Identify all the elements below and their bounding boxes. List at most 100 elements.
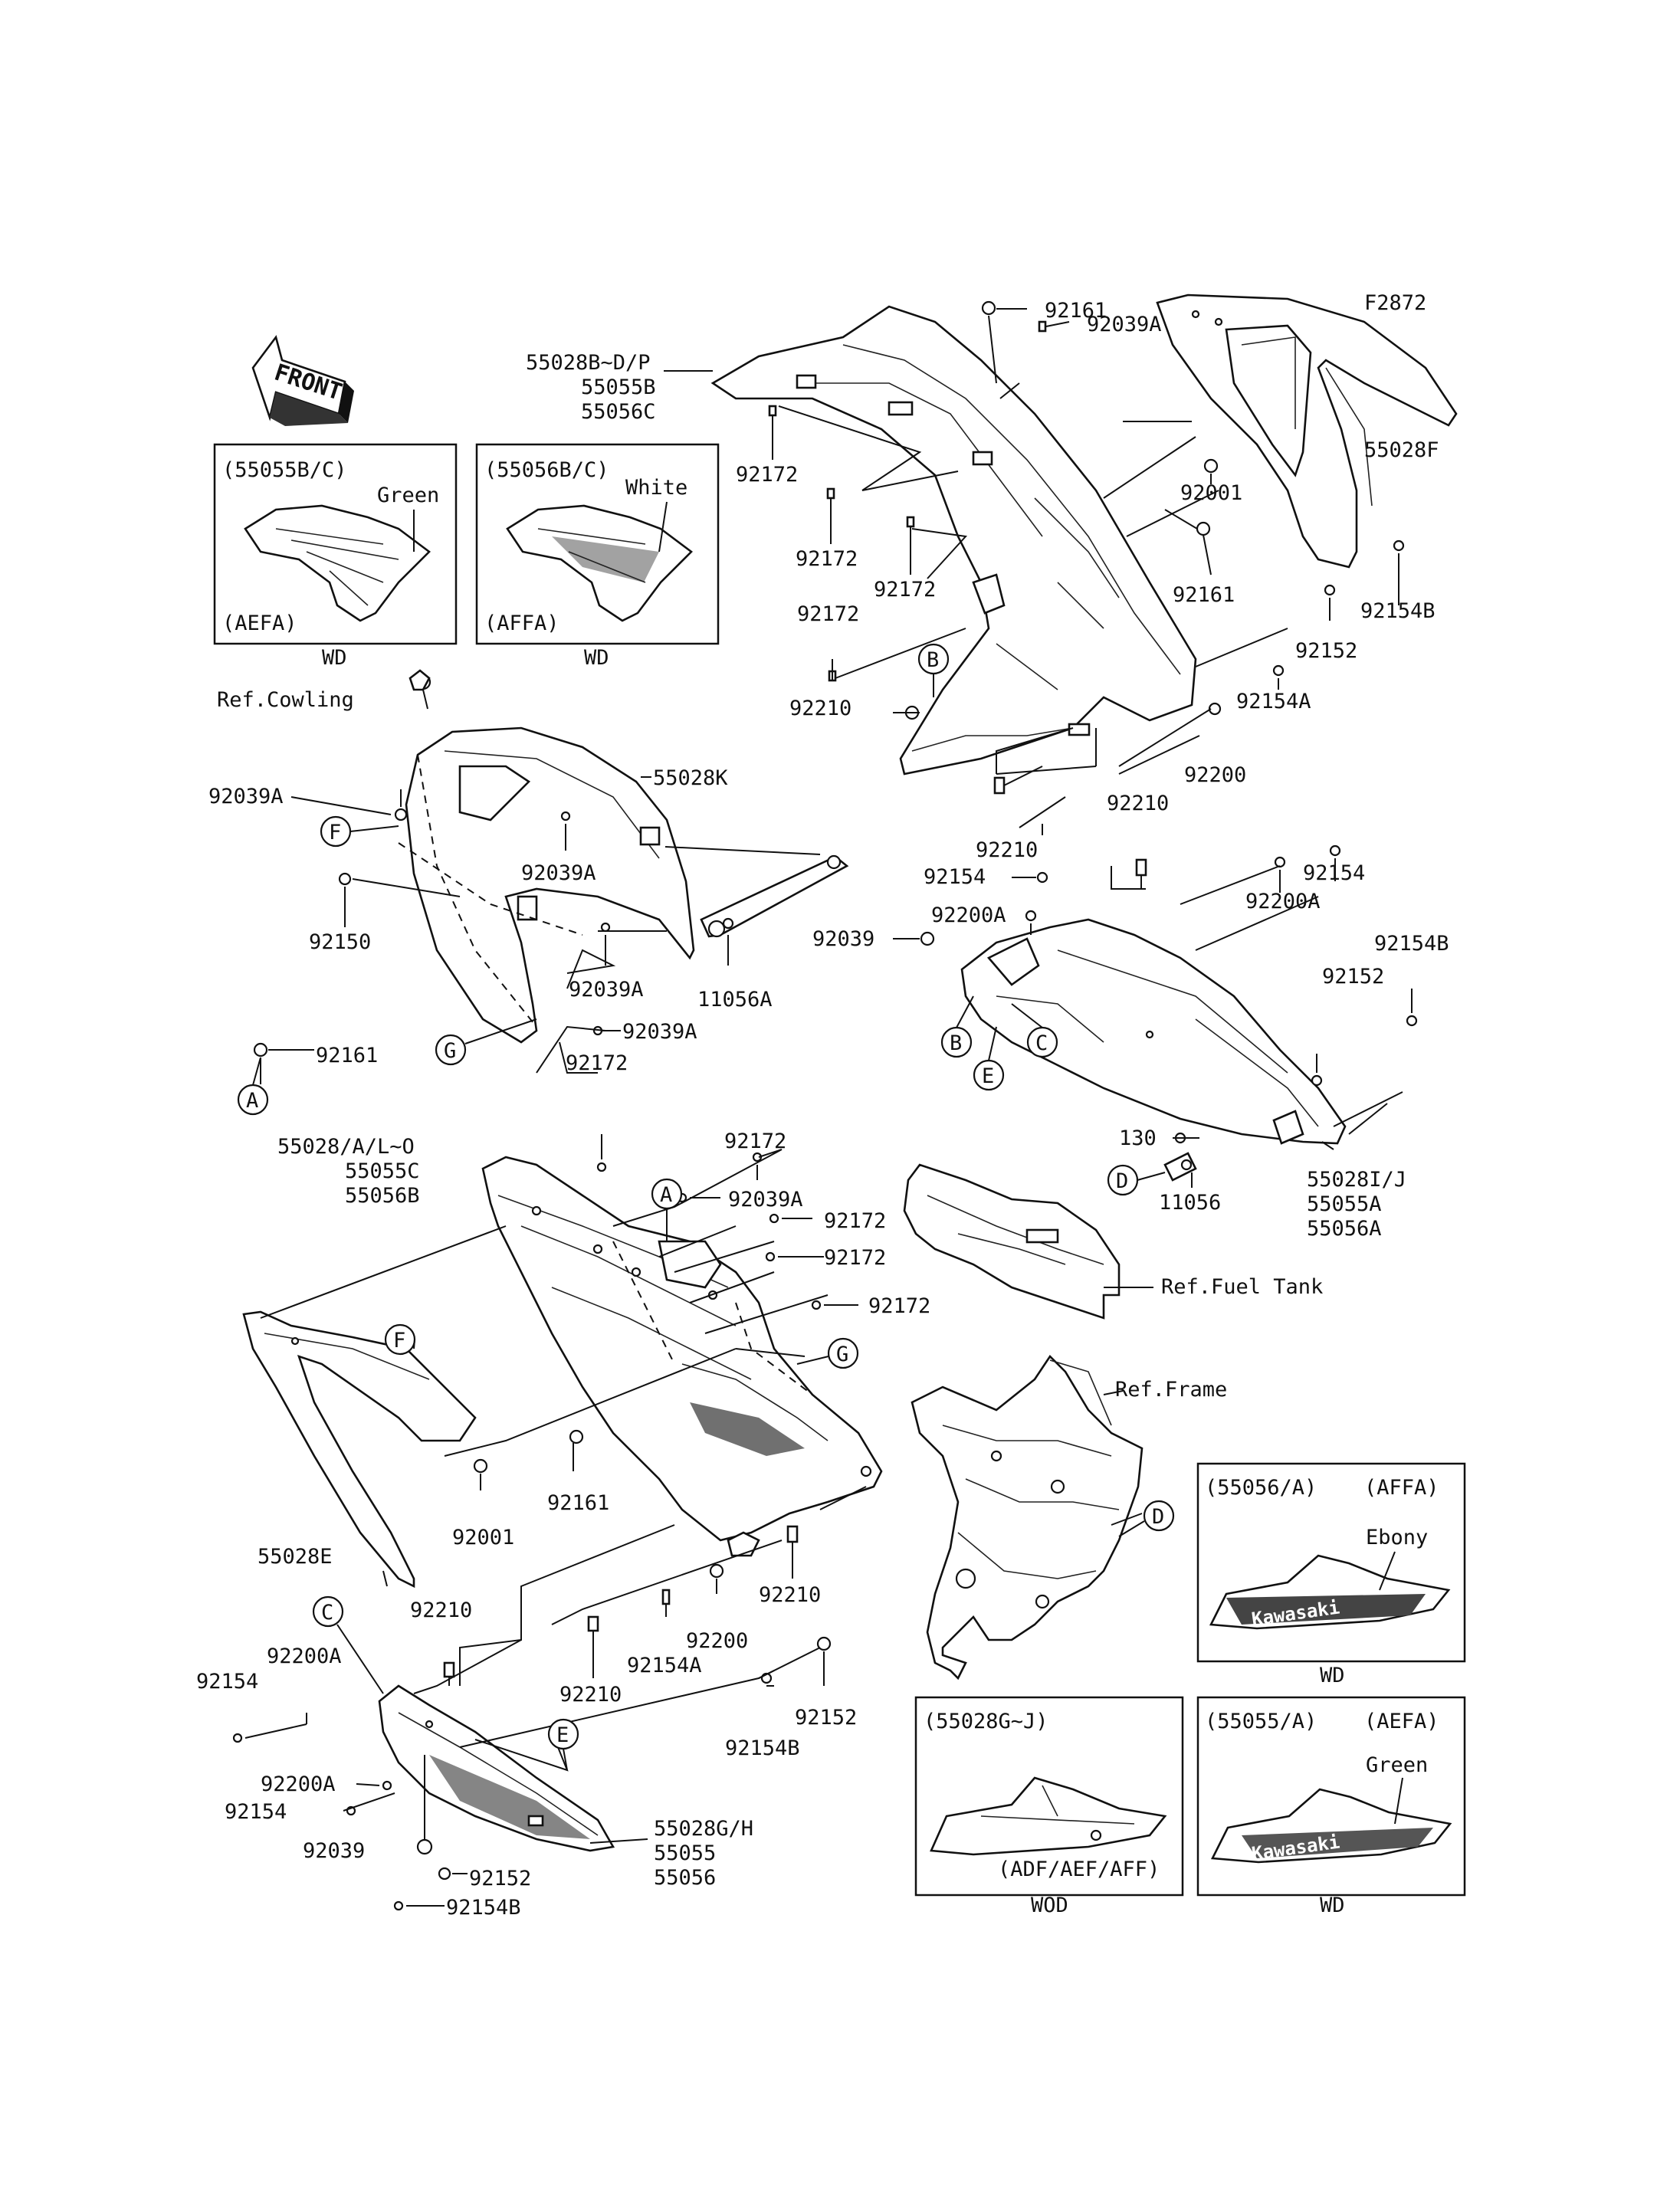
label-92154A-a: 92154A [1236, 690, 1311, 713]
bracket-11056A [700, 854, 849, 938]
label-92200A-d: 92200A [261, 1772, 336, 1796]
frame-ref [911, 1354, 1144, 1681]
marker-letter: A [246, 1089, 258, 1113]
marker-letter: A [660, 1183, 672, 1207]
label-55056A: 55056A [1307, 1217, 1382, 1241]
marker-letter: E [982, 1064, 994, 1088]
label-92039A-f: 92039A [728, 1188, 803, 1212]
label-92200A-b: 92200A [1245, 890, 1321, 913]
marker-letter: B [927, 648, 939, 672]
marker-letter: C [321, 1601, 333, 1625]
inset-55055BC: (55055B/C) Green (AEFA) WD [213, 443, 458, 670]
marker-letter: D [1116, 1169, 1128, 1193]
label-130: 130 [1119, 1126, 1157, 1150]
marker-c-mid: C [1026, 1026, 1058, 1058]
inset-variant: WD [1320, 1664, 1345, 1687]
label-ref-cowling: Ref.Cowling [217, 688, 354, 712]
panel-55028GH [378, 1684, 615, 1852]
marker-g-lower: G [827, 1337, 859, 1369]
label-55028IJ: 55028I/J [1307, 1168, 1406, 1192]
inset-color: Green [377, 484, 439, 507]
inset-color: White [625, 476, 687, 500]
marker-a-mid: A [651, 1178, 683, 1210]
marker-letter: D [1152, 1505, 1164, 1529]
marker-f-lower: F [384, 1323, 416, 1356]
label-92172-g: 92172 [824, 1209, 886, 1233]
label-92154-c: 92154 [196, 1670, 258, 1694]
panel-55028F [1156, 293, 1458, 569]
marker-letter: E [556, 1723, 569, 1747]
inset-variant: WD [322, 646, 347, 670]
label-92152-a: 92152 [1295, 639, 1357, 663]
label-55056B: 55056B [345, 1184, 420, 1208]
label-92154A-b: 92154A [627, 1654, 702, 1677]
label-92210-f: 92210 [410, 1599, 472, 1622]
label-92161-b: 92161 [1173, 583, 1235, 607]
clip-11056 [1163, 1152, 1197, 1182]
label-55056: 55056 [654, 1866, 716, 1890]
label-92154B-a: 92154B [1360, 599, 1436, 623]
inset-code: (55056/A) [1205, 1476, 1317, 1500]
inset-variant: WD [584, 646, 609, 670]
marker-a-left: A [237, 1084, 269, 1116]
marker-d-frame: D [1143, 1500, 1175, 1532]
inset-55055A: (55055/A) (AEFA) Green WD Kawasaki [1196, 1696, 1466, 1917]
label-55028F: 55028F [1364, 438, 1439, 462]
label-55056C: 55056C [581, 400, 656, 424]
label-92172-i: 92172 [868, 1294, 930, 1318]
label-ref-frame: Ref.Frame [1115, 1378, 1227, 1402]
marker-letter: G [836, 1343, 848, 1366]
label-92172-c: 92172 [874, 578, 936, 602]
label-92039A-b: 92039A [208, 785, 284, 808]
label-92039-b: 92039 [303, 1839, 365, 1863]
front-arrow-icon: FRONT [251, 335, 354, 426]
inset-code: (55056B/C) [484, 458, 609, 482]
marker-e-mid: E [973, 1059, 1005, 1091]
label-55055C: 55055C [345, 1159, 420, 1183]
label-92200-a: 92200 [1184, 763, 1246, 787]
inset-code: (55055B/C) [222, 458, 347, 482]
label-ref-fuel-tank: Ref.Fuel Tank [1161, 1275, 1323, 1299]
marker-letter: C [1035, 1031, 1048, 1055]
label-92039A-c: 92039A [521, 861, 596, 885]
label-92154B-b: 92154B [1374, 932, 1449, 956]
label-92210-b: 92210 [1107, 792, 1169, 815]
inset-market: (AEFA) [222, 612, 297, 635]
marker-c-lower: C [312, 1595, 344, 1628]
marker-d-mid: D [1107, 1164, 1139, 1196]
label-55055A: 55055A [1307, 1192, 1382, 1216]
leader-lines [244, 308, 1413, 1907]
label-92152-d: 92152 [469, 1867, 531, 1890]
panel-55028IJ [960, 918, 1347, 1145]
marker-e-lower: E [547, 1718, 579, 1750]
inset-55028GJ: (55028G~J) (ADF/AEF/AFF) WOD [914, 1696, 1184, 1917]
label-92150: 92150 [309, 930, 371, 954]
inset-market: (AFFA) [1364, 1476, 1439, 1500]
label-92210-c: 92210 [976, 838, 1038, 862]
assembly-lines [260, 405, 1403, 1772]
label-92200-b: 92200 [686, 1629, 748, 1653]
marker-f-left: F [320, 815, 352, 848]
marker-letter: G [444, 1039, 456, 1063]
inset-variant: WOD [1031, 1894, 1068, 1917]
inset-code: (55028G~J) [924, 1710, 1048, 1733]
label-92161-c: 92161 [316, 1044, 378, 1067]
marker-letter: B [950, 1031, 962, 1055]
fairing-lower-55028AL [481, 1156, 883, 1557]
dashed-lines [398, 754, 813, 1395]
label-55055: 55055 [654, 1841, 716, 1865]
label-92001-a: 92001 [1180, 481, 1242, 505]
label-92210-d: 92210 [759, 1583, 821, 1607]
inset-market: (ADF/AEF/AFF) [998, 1858, 1160, 1881]
label-92154-a: 92154 [924, 865, 986, 889]
fasteners [232, 300, 1418, 1911]
inset-variant: WD [1320, 1894, 1345, 1917]
marker-letter: F [329, 821, 341, 844]
marker-letter: F [393, 1329, 405, 1353]
fairing-upper-right-55028BDP [710, 305, 1197, 776]
panel-55028K [405, 726, 695, 1044]
label-11056: 11056 [1159, 1191, 1221, 1215]
label-92161-d: 92161 [547, 1491, 609, 1515]
label-92172-d: 92172 [797, 602, 859, 626]
